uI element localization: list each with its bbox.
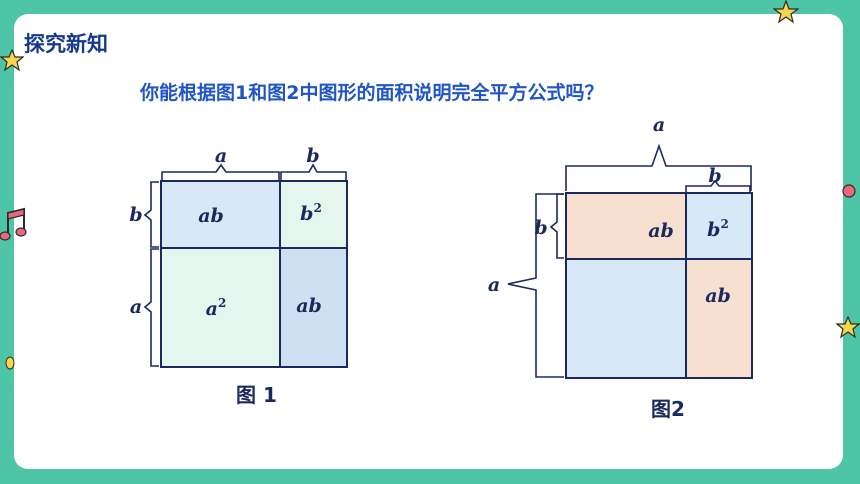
fig1-label-left-a: a: [130, 296, 142, 318]
fig2-label-top-a: a: [653, 114, 665, 136]
fig2-brace-left-a: [507, 193, 564, 378]
dot-icon: [5, 356, 15, 370]
fig2-cell-ab-side: [685, 258, 753, 379]
dot-icon: [842, 184, 856, 198]
fig2-label-top-b: b: [708, 165, 721, 187]
section-title: 探究新知: [24, 32, 108, 56]
fig1-cell-label-b2: b2: [300, 201, 322, 225]
fig2-brace-top-a: [565, 143, 752, 191]
fig1-cell-b2: [279, 180, 348, 249]
music-note-icon: [0, 207, 27, 241]
fig1-brace-left-b: [143, 181, 159, 248]
fig2-cell-label-ab-top: ab: [648, 220, 674, 242]
star-icon: [0, 49, 24, 72]
fig1-cell-label-ab-bottom: ab: [296, 295, 322, 317]
fig2-label-left-b: b: [534, 217, 547, 239]
star-icon: [773, 0, 799, 24]
fig1-cell-a2: [160, 247, 281, 368]
fig1-brace-top-a: [161, 163, 280, 180]
fig1-label-top-a: a: [215, 145, 227, 167]
fig1-cell-label-ab-top: ab: [198, 205, 224, 227]
figure-2-caption: 图2: [651, 397, 685, 421]
fig2-cell-label-b2: b2: [707, 217, 729, 241]
fig1-brace-left-a: [143, 248, 159, 367]
fig2-cell-label-ab-side: ab: [705, 285, 731, 307]
fig2-cell-ab-top: [565, 192, 687, 260]
question-text: 你能根据图1和图2中图形的面积说明完全平方公式吗？: [140, 82, 604, 104]
figure-1-caption: 图 1: [236, 383, 277, 407]
fig2-label-left-a: a: [488, 274, 500, 296]
fig1-cell-label-a2: a2: [206, 296, 227, 320]
fig1-cell-ab-bottom: [279, 247, 348, 368]
fig2-brace-top-b: [685, 179, 751, 192]
fig1-label-left-b: b: [129, 204, 142, 226]
fig1-brace-top-b: [280, 163, 347, 180]
fig2-brace-left-b: [549, 193, 564, 259]
star-icon: [836, 316, 860, 339]
fig1-label-top-b: b: [306, 145, 319, 167]
fig2-cell-b2: [685, 192, 753, 260]
